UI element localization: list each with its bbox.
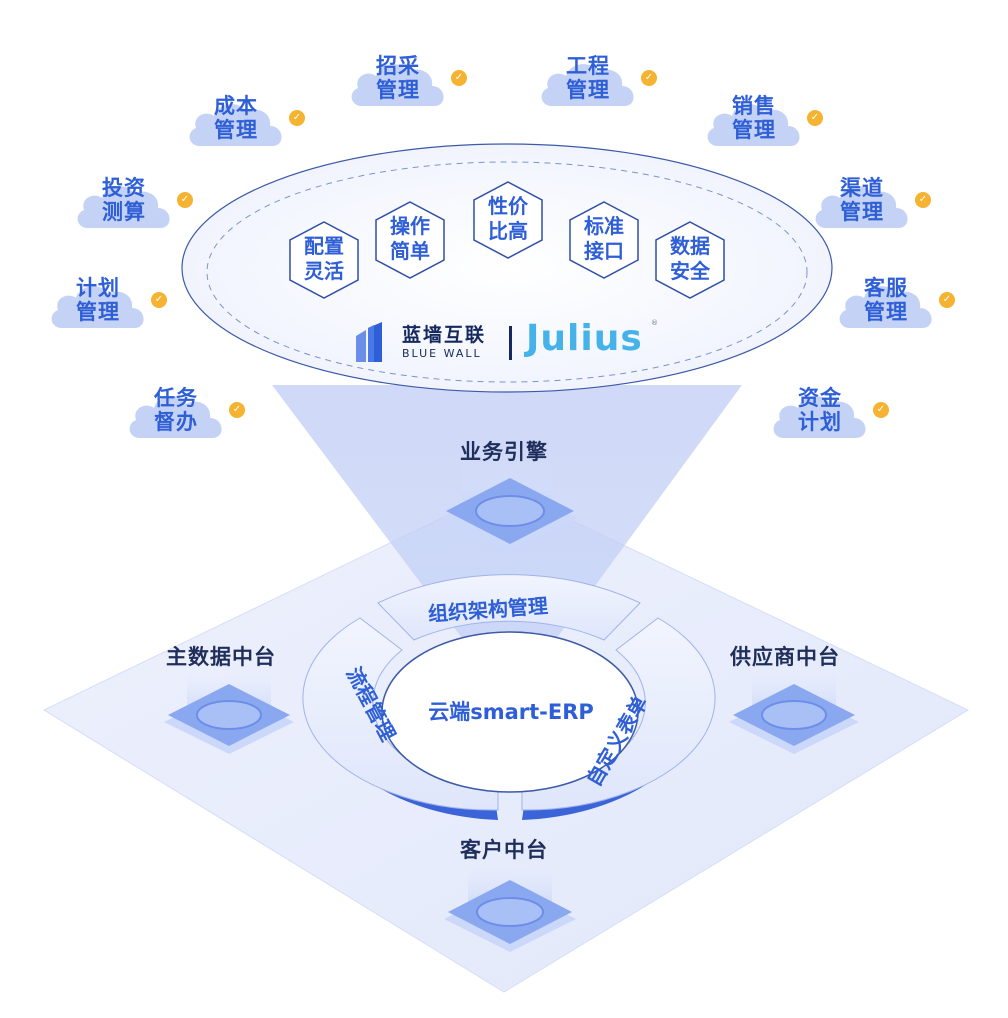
cloud-label-line2: 管理: [840, 200, 884, 224]
cloud-label-line1: 计划: [76, 276, 120, 300]
cloud-shape: [839, 286, 932, 328]
feature-label-line1: 性价: [488, 194, 528, 218]
cloud-item: 资金计划 ✓: [770, 380, 889, 442]
check-icon: ✓: [915, 192, 931, 208]
engine-label: 业务引擎: [460, 440, 548, 464]
check-icon: ✓: [151, 292, 167, 308]
hexagon-shape: [569, 201, 639, 279]
feature-label-line2: 灵活: [304, 259, 344, 283]
cloud-item: 客服管理 ✓: [836, 270, 955, 332]
cloud-shape: [189, 104, 282, 146]
supplier-label: 供应商中台: [730, 645, 840, 669]
check-icon: ✓: [641, 70, 657, 86]
feature-hexagon: 配置灵活: [284, 220, 364, 300]
feature-hexagon: 标准接口: [564, 200, 644, 280]
cloud-item: 销售管理 ✓: [704, 88, 823, 150]
check-icon: ✓: [177, 192, 193, 208]
cloud-label-line1: 工程: [566, 54, 610, 78]
bluewall-logo-icon: [356, 322, 382, 362]
cloud-item: 任务督办 ✓: [126, 380, 245, 442]
feature-label-line2: 接口: [584, 239, 624, 263]
engine-pad: [442, 478, 578, 552]
brand-divider: [509, 326, 512, 360]
cloud-label-line2: 管理: [76, 300, 120, 324]
feature-oval: [181, 143, 833, 393]
cloud-label-line1: 成本: [214, 94, 258, 118]
cloud-item: 工程管理 ✓: [538, 48, 657, 110]
cloud-label-line2: 管理: [214, 118, 258, 142]
check-icon: ✓: [939, 292, 955, 308]
feature-label-line2: 简单: [390, 239, 430, 263]
cloud-shape: [815, 186, 908, 228]
cloud-item: 招采管理 ✓: [348, 48, 467, 110]
cloud-item: 成本管理 ✓: [186, 88, 305, 150]
cloud-shape: [351, 64, 444, 106]
hexagon-shape: [655, 221, 725, 299]
feature-hexagon: 性价比高: [468, 180, 548, 260]
check-icon: ✓: [451, 70, 467, 86]
check-icon: ✓: [807, 110, 823, 126]
cloud-label-line2: 管理: [376, 78, 420, 102]
feature-oval-inner: [206, 161, 808, 383]
customer-label: 客户中台: [460, 838, 548, 862]
cloud-label-line2: 督办: [154, 410, 198, 434]
check-icon: ✓: [289, 110, 305, 126]
brand-registered-mark: ®: [651, 319, 658, 327]
brand-name-en: BLUE WALL: [402, 347, 482, 360]
cloud-label-line2: 管理: [732, 118, 776, 142]
feature-hexagon: 数据安全: [650, 220, 730, 300]
cloud-label-line2: 管理: [864, 300, 908, 324]
feature-label-line1: 标准: [584, 214, 624, 238]
feature-label-line1: 配置: [304, 234, 344, 258]
cloud-label-line2: 测算: [102, 200, 146, 224]
cloud-label-line1: 资金: [798, 386, 842, 410]
cloud-shape: [541, 64, 634, 106]
feature-label-line2: 比高: [488, 219, 528, 243]
feature-hexagon: 操作简单: [370, 200, 450, 280]
master-data-pad: [164, 684, 294, 754]
cloud-item: 渠道管理 ✓: [812, 170, 931, 232]
check-icon: ✓: [229, 402, 245, 418]
cloud-label-line1: 销售: [732, 94, 776, 118]
brand-julius: Julius: [526, 318, 643, 359]
cloud-label-line1: 招采: [376, 54, 420, 78]
cloud-shape: [707, 104, 800, 146]
feature-label-line1: 操作: [390, 214, 430, 238]
brand-name-cn: 蓝墙互联: [402, 324, 487, 346]
feature-label-line2: 安全: [670, 259, 710, 283]
cloud-shape: [773, 396, 866, 438]
cloud-label-line1: 渠道: [840, 176, 884, 200]
cloud-label-line2: 管理: [566, 78, 610, 102]
cloud-label-line1: 任务: [154, 386, 198, 410]
hexagon-shape: [289, 221, 359, 299]
check-icon: ✓: [873, 402, 889, 418]
cloud-label-line1: 投资: [102, 176, 146, 200]
supplier-pad: [729, 684, 859, 754]
center-ring: [302, 574, 716, 820]
feature-label-line1: 数据: [670, 234, 710, 258]
cloud-item: 投资测算 ✓: [74, 170, 193, 232]
cloud-item: 计划管理 ✓: [48, 270, 167, 332]
cloud-shape: [77, 186, 170, 228]
master-data-label: 主数据中台: [166, 645, 276, 669]
cloud-shape: [129, 396, 222, 438]
hexagon-shape: [473, 181, 543, 259]
hexagon-shape: [375, 201, 445, 279]
cloud-label-line2: 计划: [798, 410, 842, 434]
center-label: 云端smart-ERP: [428, 700, 594, 724]
cloud-shape: [51, 286, 144, 328]
customer-pad: [444, 880, 576, 952]
cloud-label-line1: 客服: [864, 276, 908, 300]
